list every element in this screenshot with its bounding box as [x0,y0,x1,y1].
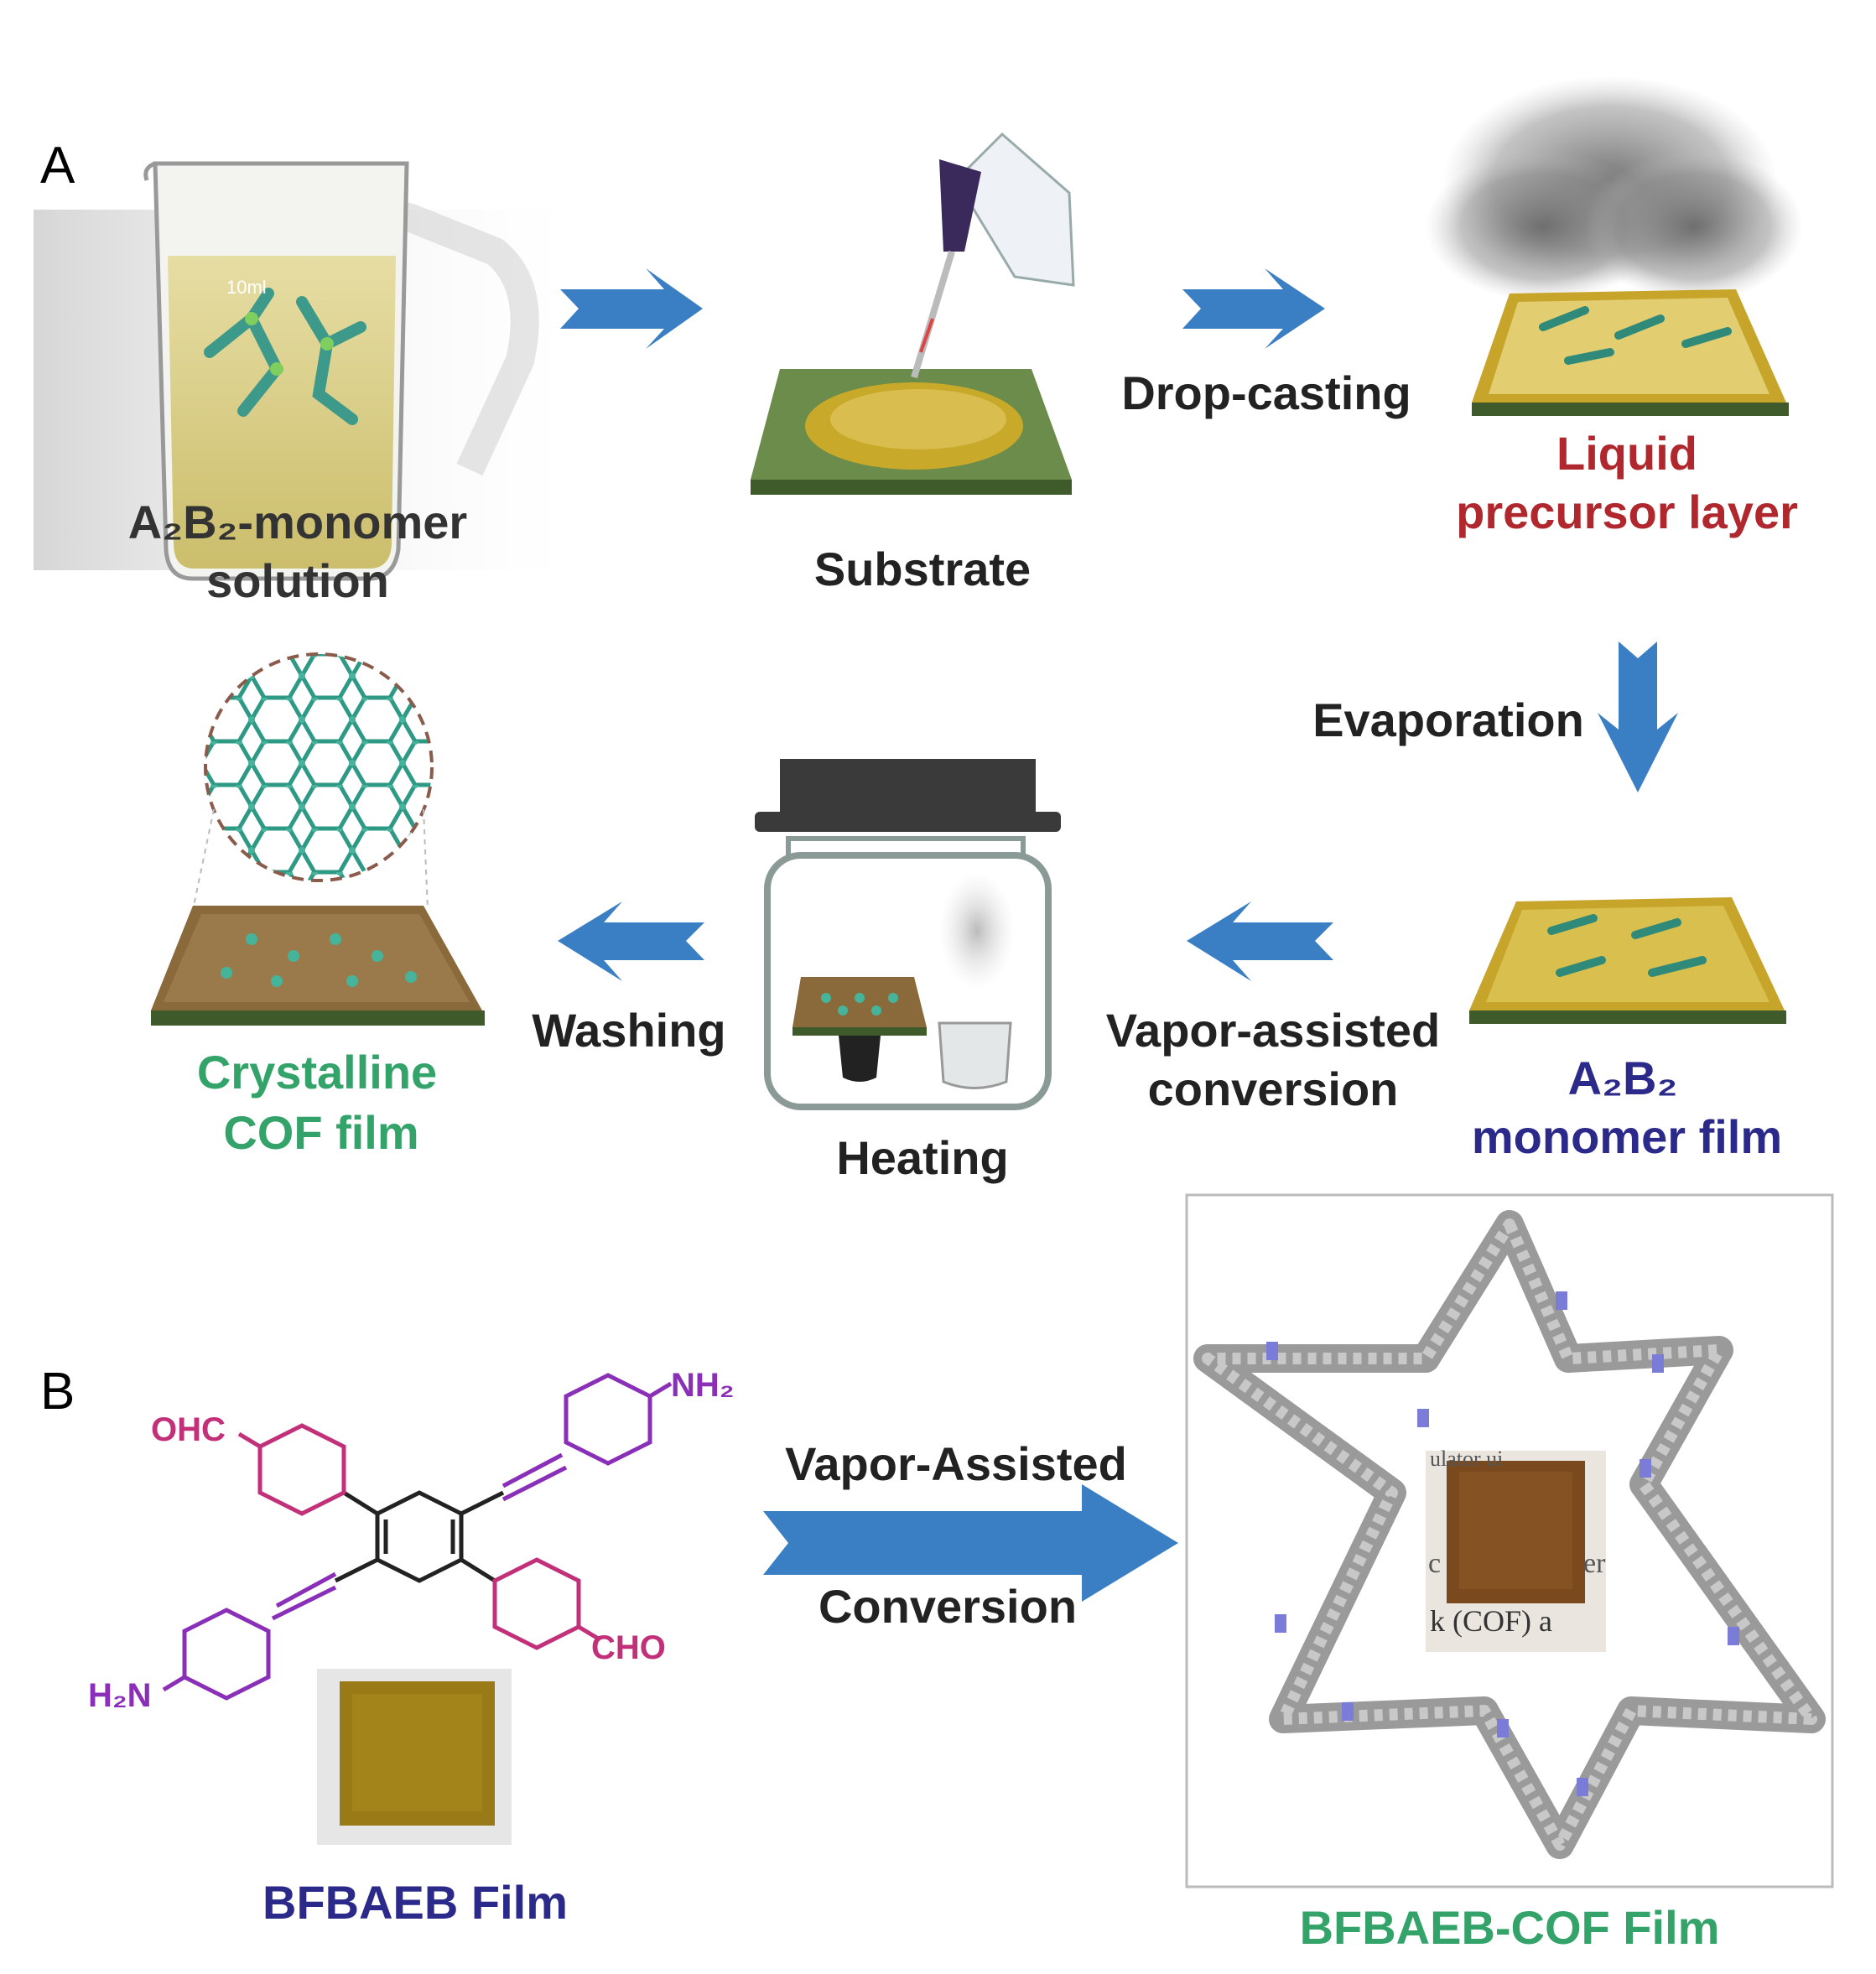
liquid-layer-label-line2: precursor layer [1456,486,1798,538]
drop-casting-label: Drop-casting [1121,366,1411,419]
cof-film-label-line1: Crystalline [197,1046,437,1099]
beaker-volume-mark: 10ml [226,277,267,298]
washing-label: Washing [532,1004,725,1057]
bfbaeb-film-label: BFBAEB Film [262,1876,568,1929]
liquid-precursor-illustration [1426,75,1803,416]
substrate-label: Substrate [814,543,1031,595]
h2n-label: H₂N [88,1677,152,1714]
cof-film-label-line2: COF film [223,1106,418,1159]
arrow-left-2 [558,901,704,981]
cof-film-illustration [151,652,485,1026]
arrow-down [1598,642,1678,792]
monomer-film-label-line2: monomer film [1472,1110,1782,1163]
conversion-arrow-label-line1: Vapor-Assisted [785,1437,1127,1490]
inset-text-line4: k (COF) a [1430,1604,1552,1638]
beaker-label-line2: solution [206,554,389,607]
panel-b-label: B [40,1363,75,1421]
bfbaeb-film-photo [317,1669,512,1845]
vapor-assisted-label-line1: Vapor-assisted [1106,1004,1440,1057]
cof-structure-panel: ulator ui c er k (COF) a [1185,1193,1834,1888]
bfbaeb-molecule [162,1373,673,1701]
arrow-right-1 [560,268,703,349]
conversion-arrow-label-line2: Conversion [818,1580,1077,1633]
liquid-layer-label-line1: Liquid [1556,427,1697,480]
inset-text-line3: er [1583,1548,1606,1579]
arrow-right-2 [1182,268,1325,349]
inset-text-line2: c [1428,1548,1441,1579]
substrate-illustration [751,132,1075,495]
cof-film-final-label: BFBAEB-COF Film [1300,1901,1720,1954]
beaker-illustration: 10ml [34,161,570,581]
cho-label: CHO [591,1629,666,1666]
arrow-left-1 [1187,901,1333,981]
nh2-top-label: NH₂ [671,1367,735,1404]
conversion-arrow [763,1484,1178,1602]
vapor-assisted-label-line2: conversion [1148,1062,1399,1115]
panel-a-label: A [40,137,75,195]
monomer-film-label-line1: A₂B₂ [1568,1052,1678,1104]
monomer-film-illustration [1469,897,1786,1024]
heating-jar-illustration [755,759,1061,1110]
evaporation-label: Evaporation [1312,693,1584,746]
beaker-label-line1: A₂B₂-monomer [128,496,467,548]
ohc-label: OHC [151,1411,226,1448]
inset-text-line1: ulator ui [1430,1447,1503,1471]
heating-label: Heating [836,1131,1008,1184]
